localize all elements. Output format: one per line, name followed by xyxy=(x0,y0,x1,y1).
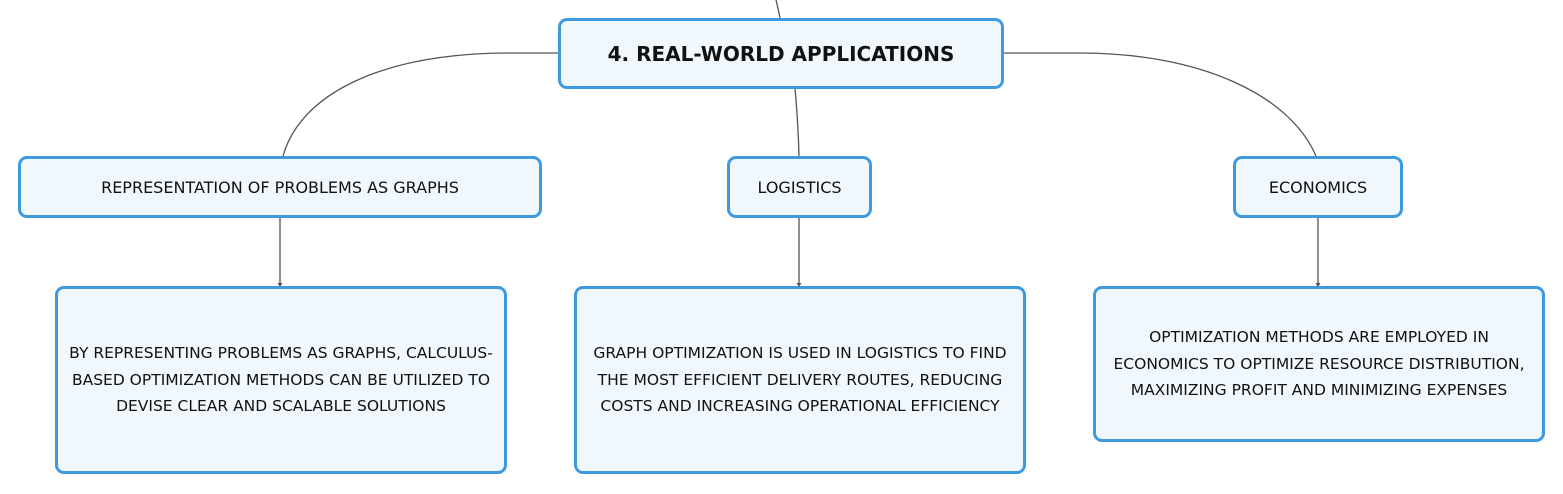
topic-node-label: LOGISTICS xyxy=(757,177,842,197)
root-node-label: 4. REAL-WORLD APPLICATIONS xyxy=(607,41,955,66)
detail-node-text: OPTIMIZATION METHODS ARE EMPLOYED IN ECO… xyxy=(1113,328,1525,400)
topic-node-economics[interactable]: ECONOMICS xyxy=(1233,156,1403,218)
detail-node-logistics[interactable]: GRAPH OPTIMIZATION IS USED IN LOGISTICS … xyxy=(574,286,1026,474)
detail-node-text: GRAPH OPTIMIZATION IS USED IN LOGISTICS … xyxy=(593,344,1007,416)
topic-node-logistics[interactable]: LOGISTICS xyxy=(727,156,872,218)
topic-node-label: ECONOMICS xyxy=(1268,177,1368,197)
topic-node-graphs[interactable]: REPRESENTATION OF PROBLEMS AS GRAPHS xyxy=(18,156,542,218)
detail-node-graphs[interactable]: BY REPRESENTING PROBLEMS AS GRAPHS, CALC… xyxy=(55,286,507,474)
arrowhead-graphs xyxy=(277,283,283,287)
detail-node-text: BY REPRESENTING PROBLEMS AS GRAPHS, CALC… xyxy=(69,344,493,416)
arrowhead-economics xyxy=(1315,283,1321,287)
root-node[interactable]: 4. REAL-WORLD APPLICATIONS xyxy=(558,18,1004,89)
connector-root-to-logistics xyxy=(794,88,800,157)
topic-node-label: REPRESENTATION OF PROBLEMS AS GRAPHS xyxy=(101,177,459,197)
connector-root-to-graphs xyxy=(282,52,558,157)
connector-parent-to-root xyxy=(775,0,781,19)
connector-root-to-economics xyxy=(1004,52,1317,157)
arrowhead-logistics xyxy=(796,283,802,287)
detail-node-economics[interactable]: OPTIMIZATION METHODS ARE EMPLOYED IN ECO… xyxy=(1093,286,1545,442)
